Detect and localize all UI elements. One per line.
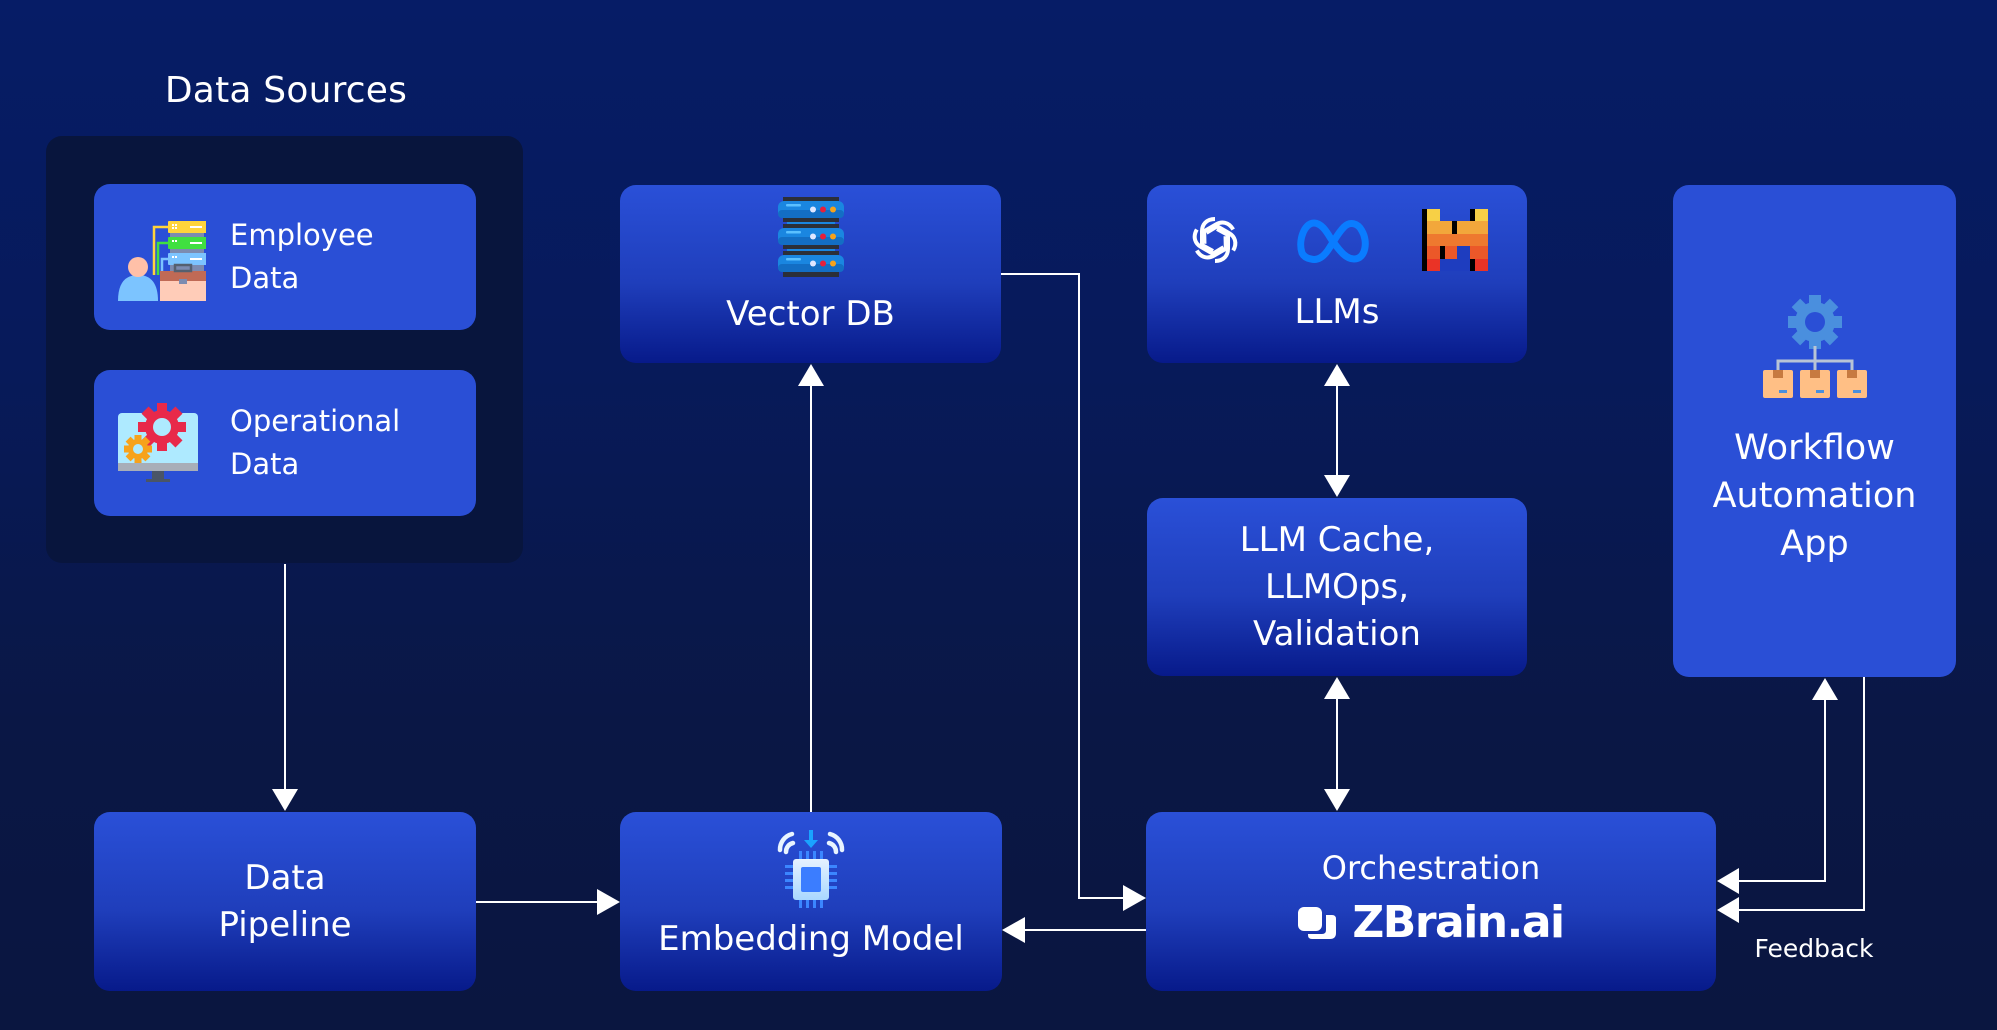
operational-data-node[interactable]: Operational Data: [94, 370, 476, 516]
workflow-line3: App: [1780, 524, 1849, 564]
feedback-label: Feedback: [1754, 934, 1874, 963]
zbrain-brand: ZBrain.ai: [1298, 897, 1565, 948]
arrowhead-left-embedding: [1002, 917, 1025, 943]
chip-icon: [777, 830, 845, 908]
llm-cache-line1: LLM Cache,: [1239, 519, 1435, 560]
operational-data-line2: Data: [230, 447, 300, 481]
workflow-automation-node[interactable]: Workflow Automation App: [1673, 185, 1956, 677]
llm-logos: [1186, 209, 1488, 271]
arrowhead-up-cache: [1324, 677, 1350, 699]
llm-cache-line3: Validation: [1253, 613, 1421, 654]
operational-data-label: Operational Data: [230, 400, 400, 486]
llm-cache-node[interactable]: LLM Cache, LLMOps, Validation: [1147, 498, 1527, 676]
operational-data-line1: Operational: [230, 404, 401, 438]
arrowhead-up-workflow: [1812, 678, 1838, 700]
workflow-gear-icon: [1762, 295, 1867, 398]
arrowhead-up-vectordb: [798, 364, 824, 386]
llm-cache-line2: LLMOps,: [1264, 566, 1410, 607]
arrowhead-left-orchestration-1: [1717, 868, 1739, 894]
embedding-model-node[interactable]: Embedding Model: [620, 812, 1002, 991]
vector-db-label: Vector DB: [726, 294, 895, 334]
orchestration-label: Orchestration: [1321, 849, 1541, 887]
arrowhead-down-cache: [1324, 475, 1350, 497]
data-pipeline-line1: Data: [244, 857, 326, 898]
arrowhead-right-orchestration: [1123, 885, 1146, 911]
edge-orchestration-to-workflow: [1738, 699, 1826, 882]
workflow-line1: Workflow: [1734, 428, 1895, 468]
arrowhead-right-embedding: [597, 889, 620, 915]
edge-vectordb-to-orchestration: [1001, 273, 1124, 899]
employee-data-icon: [118, 221, 206, 301]
employee-data-line2: Data: [230, 261, 300, 295]
zbrain-wordmark: ZBrain.ai: [1352, 897, 1565, 948]
arrowhead-down-orchestration: [1324, 789, 1350, 811]
employee-data-line1: Employee: [230, 218, 374, 252]
operational-data-icon: [118, 403, 198, 482]
employee-data-label: Employee Data: [230, 214, 374, 300]
mistral-logo-icon: [1422, 209, 1488, 271]
openai-logo-icon: [1192, 217, 1238, 263]
llms-node[interactable]: LLMs: [1147, 185, 1527, 363]
zbrain-logo-icon: [1298, 906, 1337, 939]
server-stack-icon: [777, 197, 844, 277]
vector-db-node[interactable]: Vector DB: [620, 185, 1001, 363]
data-pipeline-node[interactable]: Data Pipeline: [94, 812, 476, 991]
arrowhead-left-orchestration-2: [1717, 897, 1739, 923]
arrowhead-up-llms: [1324, 364, 1350, 386]
embedding-model-label: Embedding Model: [658, 919, 964, 959]
workflow-automation-label: Workflow Automation App: [1713, 424, 1917, 568]
data-sources-title: Data Sources: [164, 70, 408, 111]
meta-logo-icon: [1297, 219, 1369, 263]
arrowhead-down-pipeline: [272, 789, 298, 811]
edge-feedback-to-orchestration: [1738, 677, 1865, 911]
employee-data-node[interactable]: Employee Data: [94, 184, 476, 330]
workflow-line2: Automation: [1712, 476, 1917, 516]
data-pipeline-line2: Pipeline: [218, 904, 352, 945]
llms-label: LLMs: [1294, 292, 1380, 332]
orchestration-node[interactable]: Orchestration ZBrain.ai: [1146, 812, 1716, 991]
